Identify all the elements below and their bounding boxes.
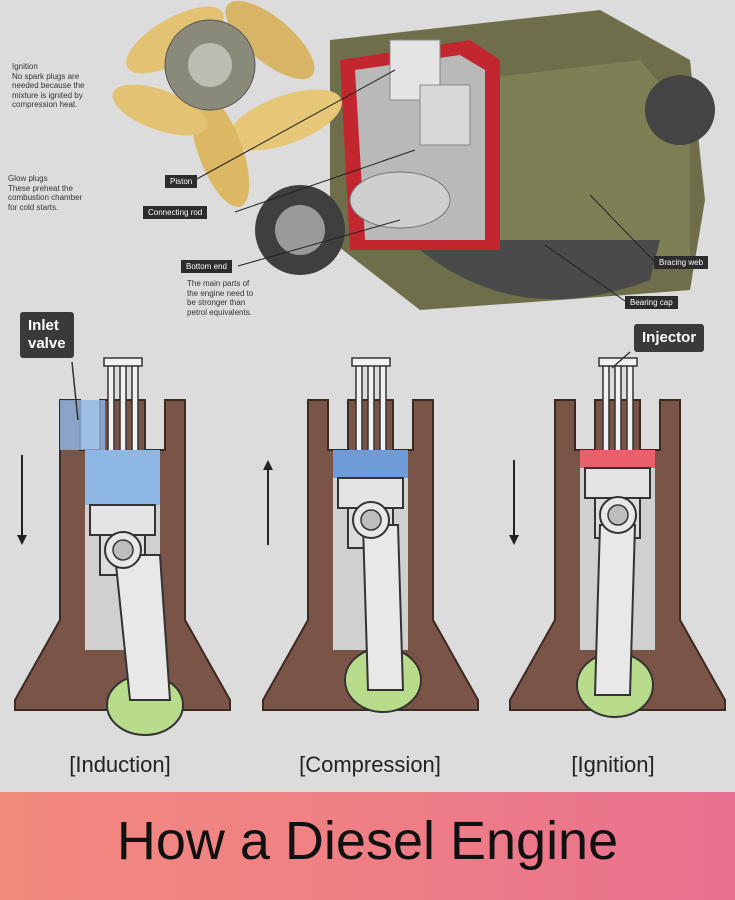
glow-plugs-note: Glow plugs These preheat the combustion … [8,174,83,212]
piston-shape-2 [419,84,471,146]
stroke-diagrams [14,351,726,736]
title-banner: How a Diesel Engine [0,792,735,900]
cooling-fan [112,0,342,207]
crankshaft [349,171,451,229]
combustion-flash [580,450,655,468]
oil-sump [420,240,660,300]
flywheel [645,75,715,145]
caption-induction: [Induction] [69,752,171,777]
compression-cylinder [262,357,479,713]
banner-title: How a Diesel Engine [116,811,619,871]
ignition-cylinder [509,357,726,718]
bottom-end-note: The main parts of the engine need to be … [187,279,254,317]
induction-cylinder [14,357,231,736]
compressed-air [333,450,408,478]
piston-tag: Piston [165,175,198,188]
ignition-note: Ignition No spark plugs are needed becau… [12,62,85,109]
connecting-rod-tag: Connecting rod [143,206,208,219]
bottom-end-tag: Bottom end [181,260,232,273]
intake-air [85,450,160,505]
engine-side-panel [470,60,690,280]
piston-crown [89,504,156,536]
injector-label: Injector [634,324,705,352]
inlet-valve-label: Inlet valve [20,312,74,358]
engine-cutaway-illustration [112,0,715,310]
caption-compression: [Compression] [299,752,441,777]
bearing-cap-tag: Bearing cap [625,296,678,309]
bracing-web-tag: Bracing web [654,256,709,269]
caption-ignition: [Ignition] [571,752,655,777]
